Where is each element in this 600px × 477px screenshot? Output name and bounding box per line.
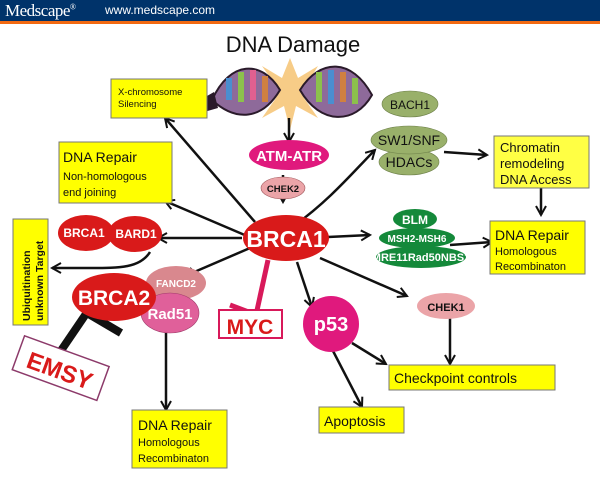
node-chek2: CHEK2	[260, 176, 306, 200]
inhibit-brca2-emsy	[54, 305, 94, 358]
node-mre11-label: MRE11Rad50NBS1	[372, 252, 470, 264]
edge-p53-to-apoptosis	[330, 348, 362, 407]
brand-name: Medscape	[5, 1, 70, 20]
edge-bard1-to-ubiquitination	[52, 251, 152, 268]
node-bard1: BARD1	[108, 216, 162, 252]
diagram-title: DNA Damage	[226, 32, 361, 57]
node-fancd2: FANCD2	[146, 266, 206, 300]
box-nhej-line1: DNA Repair	[63, 149, 137, 165]
node-msh2-msh6: MSH2-MSH6	[379, 228, 455, 248]
node-myc: MYC	[218, 309, 283, 339]
node-atm-atr-label: ATM-ATR	[256, 148, 322, 165]
node-p53: p53	[303, 296, 359, 352]
box-hr-right-line2: Homologous	[495, 246, 557, 258]
node-brca2: BRCA2	[72, 273, 156, 321]
node-swi-snf: SW1/SNF	[370, 125, 448, 155]
edge-hdacs-to-chromatin	[443, 152, 487, 155]
node-hdacs: HDACs	[378, 148, 440, 176]
edge-brca1-to-swisnf	[294, 150, 375, 227]
node-brca2-label: BRCA2	[78, 287, 150, 310]
box-ubiquitination: Ubiquitination unknown Target	[12, 218, 49, 326]
box-x-silencing-line1: X-chromosome	[118, 87, 182, 98]
box-chromatin: Chromatin remodeling DNA Access	[493, 135, 590, 189]
box-hr-right: DNA Repair Homologous Recombinaton	[489, 220, 586, 275]
box-x-silencing-line2: Silencing	[118, 99, 157, 110]
dna-helix-illustration	[200, 58, 374, 130]
node-fancd2-label: FANCD2	[156, 279, 196, 290]
box-hr-bottom-line1: DNA Repair	[138, 417, 212, 433]
inhibit-brca1-myc	[253, 259, 271, 316]
node-chek2-label: CHEK2	[267, 184, 299, 195]
node-bach1: BACH1	[381, 90, 439, 118]
box-nhej-line3: end joining	[63, 187, 116, 199]
box-hr-bottom-line2: Homologous	[138, 437, 200, 449]
edge-brca1-to-chek1	[319, 256, 407, 296]
box-hr-right-line3: Recombinaton	[495, 261, 566, 273]
node-brca1-complex: BRCA1	[58, 215, 114, 251]
box-hr-bottom: DNA Repair Homologous Recombinaton	[131, 409, 228, 469]
node-chek1: CHEK1	[417, 293, 475, 319]
node-myc-label: MYC	[227, 316, 274, 339]
box-apoptosis-label: Apoptosis	[324, 413, 385, 429]
node-rad51: Rad51	[140, 292, 200, 334]
node-brca1-center: BRCA1	[243, 215, 329, 261]
box-nhej: DNA Repair Non-homologous end joining	[58, 141, 173, 204]
edge-brca1-to-nhej	[165, 201, 248, 238]
node-brca1-complex-label: BRCA1	[63, 226, 105, 240]
node-msh2-msh6-label: MSH2-MSH6	[388, 234, 447, 245]
edge-brca1-to-msh2	[327, 235, 370, 237]
registered-mark: ®	[69, 2, 76, 12]
node-brca1-center-label: BRCA1	[246, 226, 325, 252]
node-chek1-label: CHEK1	[427, 302, 464, 314]
node-blm: BLM	[393, 209, 437, 229]
box-x-silencing: X-chromosome Silencing	[110, 78, 208, 119]
box-ubiquitination-line2: unknown Target	[34, 240, 46, 321]
node-swi-snf-label: SW1/SNF	[378, 132, 440, 148]
box-chromatin-line1: Chromatin	[500, 140, 560, 155]
box-chromatin-line2: remodeling	[500, 156, 564, 171]
node-bach1-label: BACH1	[390, 98, 430, 112]
box-nhej-line2: Non-homologous	[63, 171, 147, 183]
box-chromatin-line3: DNA Access	[500, 172, 572, 187]
node-p53-label: p53	[314, 314, 348, 336]
node-rad51-label: Rad51	[147, 306, 192, 323]
box-checkpoint: Checkpoint controls	[388, 364, 556, 391]
box-ubiquitination-line1: Ubiquitination	[21, 250, 33, 321]
box-checkpoint-label: Checkpoint controls	[394, 370, 517, 386]
node-atm-atr: ATM-ATR	[249, 140, 329, 170]
box-apoptosis: Apoptosis	[318, 406, 405, 434]
edge-p53-to-checkpoint	[351, 341, 386, 364]
edge-msh2-to-hr	[449, 242, 492, 245]
node-bard1-label: BARD1	[115, 227, 157, 241]
node-blm-label: BLM	[402, 213, 428, 227]
node-mre11: MRE11Rad50NBS1	[372, 246, 470, 268]
medscape-logo[interactable]: Medscape®	[5, 1, 76, 21]
box-hr-bottom-line3: Recombinaton	[138, 453, 209, 465]
node-hdacs-label: HDACs	[386, 154, 433, 170]
edge-brca1-to-xsilencing	[165, 118, 256, 223]
header-bar: Medscape® www.medscape.com	[0, 0, 600, 24]
edge-brca1-to-p53	[295, 261, 312, 307]
box-hr-right-line1: DNA Repair	[495, 227, 569, 243]
site-url[interactable]: www.medscape.com	[105, 3, 216, 17]
